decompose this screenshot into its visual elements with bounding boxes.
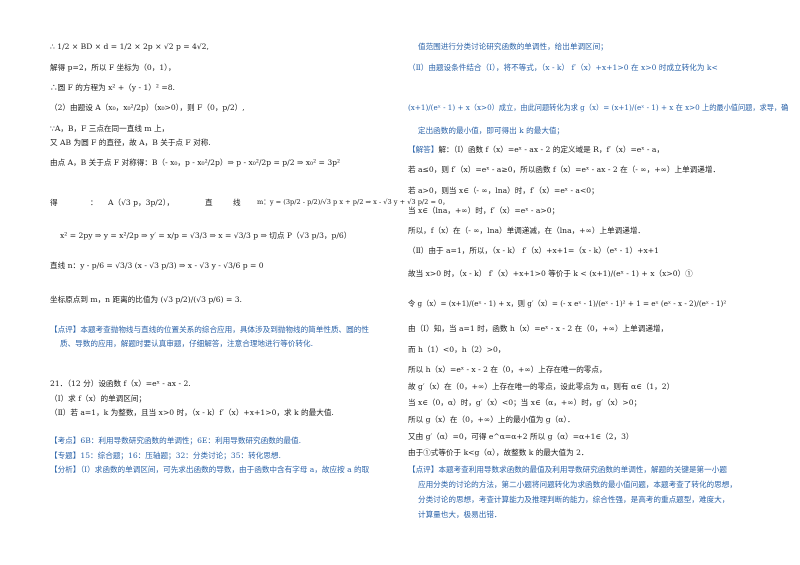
question-line: 21．（12 分）设函数 f（x）=eˣ - ax - 2.	[50, 379, 191, 388]
solution-text: 当 x∈（lna，+∞）时，f′（x）=eˣ - a>0；	[408, 206, 560, 215]
solution-text: 所以 g（x）在（0，+∞）上的最小值为 g（α）．	[408, 415, 575, 424]
review-line: 【点评】本题考查利用导数求函数的最值及利用导数研究函数的单调性，解题的关键是第一…	[408, 466, 727, 474]
text-line: 又 AB 为圆 F 的直径，故 A，B 关于点 F 对称.	[50, 138, 211, 147]
analysis-line: 【分析】（Ⅰ）求函数的单调区间，可先求出函数的导数，由于函数中含有字母 a，故应…	[50, 466, 369, 474]
solution-text: 当 x∈（0，α）时，g′（x）<0；当 x∈（α，+∞）时，g′（x）>0；	[408, 398, 642, 407]
question-line: （Ⅱ）若 a=1，k 为整数，且当 x>0 时，（x - k）f′（x）+x+1…	[50, 408, 334, 417]
comment-text: 质、导数的应用，解题时要认真审题，仔细解答，注意合理地进行等价转化.	[60, 339, 314, 348]
text-line: 坐标原点到 m，n 距离的比值为 (√3 p/2)/(√3 p/6) = 3.	[50, 295, 242, 304]
solution-text: 故 g′（x）在（0，+∞）上存在唯一的零点，设此零点为 α，则有 α∈（1，2…	[408, 382, 675, 391]
solution-tag: 【解答】	[408, 145, 439, 154]
text-fragment: m：y = (3p/2 - p/2)/√3 p x + p/2 ⇒ x - √3…	[257, 198, 449, 206]
analysis-text: 定出函数的最小值，即可得出 k 的最大值；	[418, 126, 565, 135]
text-line: ∴ 1/2 × BD × d = 1/2 × 2p × √2 p = 4√2,	[50, 42, 209, 51]
topic-tag: 【专题】	[50, 451, 81, 460]
text-line: 解得 p=2，所以 F 坐标为（0，1），	[50, 63, 176, 72]
solution-text: 由（Ⅰ）知，当 a=1 时，函数 h（x）=eˣ - x - 2 在（0，+∞）…	[408, 324, 669, 333]
analysis-tag: 【分析】	[50, 465, 81, 474]
text-fragment: A（√3 p，3p/2），	[108, 198, 175, 207]
text-line: ∵A，B，F 三点在同一直线 m 上，	[50, 124, 170, 133]
comment-tag: 【点评】	[50, 325, 81, 334]
solution-text: 所以 h（x）=eˣ - x - 2 在（0，+∞）上存在唯一的零点，	[408, 365, 607, 374]
text-line: x² = 2py ⇒ y = x²/2p ⇒ y′ = x/p = √3/3 ⇒…	[60, 231, 352, 240]
comment-line: 【点评】本题考查抛物线与直线的位置关系的综合应用，具体涉及到抛物线的简单性质、圆…	[50, 326, 369, 334]
comment-text: 本题考查抛物线与直线的位置关系的综合应用，具体涉及到抛物线的简单性质、圆的性	[80, 325, 369, 334]
solution-text: 解：（Ⅰ）函数 f（x）=eˣ - ax - 2 的定义域是 R，f′（x）=e…	[438, 145, 665, 154]
topic-text: 15：综合题；16：压轴题；32：分类讨论；35：转化思想.	[80, 451, 281, 460]
text-fragment: 直	[205, 198, 213, 207]
text-fragment: 线	[233, 198, 241, 207]
solution-text: （Ⅱ）由于 a=1，所以，（x - k） f′（x）+x+1=（x - k）（e…	[408, 246, 659, 255]
analysis-text: (x+1)/(eˣ - 1) + x（x>0）成立，由此问题转化为求 g（x）=…	[408, 103, 789, 112]
solution-text: 而 h（1）<0，h（2）>0，	[408, 345, 506, 354]
solution-text: 若 a>0，则当 x∈（- ∞，lna）时，f′（x）=eˣ - a<0；	[408, 186, 599, 195]
solution-text: 故当 x>0 时，（x - k） f′（x）+x+1>0 等价于 k < (x+…	[408, 269, 693, 278]
knowledge-point-line: 【考点】6B：利用导数研究函数的单调性；6E：利用导数研究函数的最值.	[50, 437, 301, 445]
text-fragment: 得	[50, 198, 58, 207]
topic-line: 【专题】15：综合题；16：压轴题；32：分类讨论；35：转化思想.	[50, 452, 281, 460]
analysis-text: 值范围进行分类讨论研究函数的单调性，给出单调区间；	[418, 42, 608, 51]
solution-text: 若 a≤0，则 f′（x）=eˣ - a≥0，所以函数 f（x）=eˣ - ax…	[408, 165, 721, 174]
solution-text: 由于①式等价于 k<g（α），故整数 k 的最大值为 2．	[408, 448, 589, 457]
text-line: 由点 A，B 关于点 F 对称得：B（- x₀，p - x₀²/2p）⇒ p -…	[50, 158, 341, 167]
text-line: ∴圆 F 的方程为 x² +（y - 1）² =8.	[50, 83, 175, 92]
analysis-text: （Ⅰ）求函数的单调区间，可先求出函数的导数，由于函数中含有字母 a，故应按 a …	[80, 465, 370, 474]
review-text: 分类讨论的思想，考查计算能力及推理判断的能力，综合性强，是高考的重点题型，难度大…	[418, 495, 730, 504]
text-line: （2）由题设 A（x₀，x₀²/2p）（x₀>0），则 F（0，p/2）,	[50, 103, 245, 112]
analysis-text: （Ⅱ）由题设条件结合（Ⅰ），将不等式，（x - k） f′（x）+x+1>0 在…	[408, 63, 718, 72]
solution-text: 又由 g′（α）=0，可得 e^α=α+2 所以 g（α）=α+1∈（2，3）	[408, 432, 634, 441]
review-text: 计算量也大，极易出错．	[418, 510, 502, 519]
review-tag: 【点评】	[408, 465, 439, 474]
solution-text: 所以，f（x）在（- ∞，lna）单调递减，在（lna，+∞）上单调递增．	[408, 226, 646, 235]
text-line: 直线 n：y - p/6 = √3/3 (x - √3 p/3) ⇒ x - √…	[50, 261, 264, 270]
review-text: 本题考查利用导数求函数的最值及利用导数研究函数的单调性，解题的关键是第一小题	[438, 465, 727, 474]
text-fragment: ：	[90, 198, 98, 207]
question-line: （Ⅰ）求 f（x）的单调区间；	[50, 394, 147, 403]
solution-line: 【解答】解：（Ⅰ）函数 f（x）=eˣ - ax - 2 的定义域是 R，f′（…	[408, 146, 664, 154]
knowledge-point-tag: 【考点】	[50, 436, 81, 445]
solution-text: 令 g（x）= (x+1)/(eˣ - 1) + x，则 g′（x）= (- x…	[408, 299, 727, 308]
knowledge-point-text: 6B：利用导数研究函数的单调性；6E：利用导数研究函数的最值.	[80, 436, 302, 445]
review-text: 应用分类的讨论的方法，第二小题将问题转化为求函数的最小值问题，本题考查了转化的思…	[418, 480, 737, 489]
